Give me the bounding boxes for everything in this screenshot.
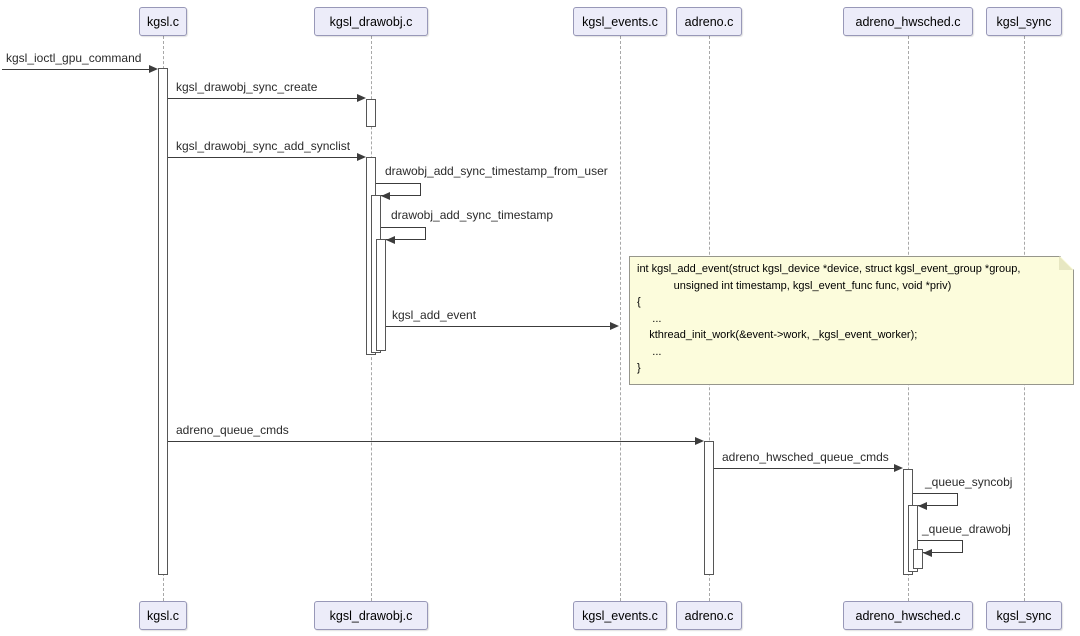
code-note-line: }	[637, 362, 641, 374]
message-label-adreno-hwsched-queue-cmds: adreno_hwsched_queue_cmds	[722, 450, 889, 464]
arrowhead-drawobj-add-sync-timestamp-from-user	[381, 192, 390, 200]
activation-bar-kgsl-drawobj-c	[366, 99, 376, 127]
lifeline-kgsl-events-c	[620, 36, 621, 601]
actor-box-footer-adreno-c: adreno.c	[676, 601, 742, 630]
activation-bar-adreno-c	[704, 441, 714, 575]
activation-bar-kgsl-c	[158, 68, 168, 575]
self-call-queue-drawobj	[918, 540, 963, 553]
actor-box-footer-kgsl-c: kgsl.c	[139, 601, 187, 630]
message-label-kgsl-add-event: kgsl_add_event	[392, 308, 477, 322]
code-note-line: unsigned int timestamp, kgsl_event_func …	[637, 279, 952, 292]
arrowhead-adreno-queue-cmds	[695, 437, 704, 445]
code-note-line: ...	[637, 345, 662, 358]
message-label-kgsl-drawobj-sync-add-synclist: kgsl_drawobj_sync_add_synclist	[176, 139, 351, 153]
activation-bar-adreno-hwsched-c	[908, 505, 918, 572]
self-call-queue-syncobj	[913, 493, 958, 506]
actor-box-header-kgsl-c: kgsl.c	[139, 7, 187, 36]
self-call-label-queue-syncobj: _queue_syncobj	[925, 475, 1013, 489]
arrowhead-kgsl-add-event	[610, 322, 619, 330]
actor-box-header-adreno-c: adreno.c	[676, 7, 742, 36]
message-label-kgsl-drawobj-sync-create: kgsl_drawobj_sync_create	[176, 80, 318, 94]
code-note-kgsl-add-event: int kgsl_add_event(struct kgsl_device *d…	[629, 256, 1074, 385]
arrowhead-adreno-hwsched-queue-cmds	[894, 464, 903, 472]
activation-bar-adreno-hwsched-c	[913, 549, 923, 569]
message-arrow-adreno-queue-cmds	[168, 441, 702, 442]
message-label-kgsl-ioctl-gpu-command: kgsl_ioctl_gpu_command	[6, 51, 142, 65]
self-call-drawobj-add-sync-timestamp-from-user	[376, 183, 421, 196]
actor-box-header-kgsl-events-c: kgsl_events.c	[573, 7, 667, 36]
actor-box-footer-kgsl-sync: kgsl_sync	[986, 601, 1062, 630]
message-arrow-kgsl-add-event	[386, 326, 617, 327]
code-note-line: kthread_init_work(&event->work, _kgsl_ev…	[637, 329, 918, 341]
actor-box-header-adreno-hwsched-c: adreno_hwsched.c	[843, 7, 973, 36]
self-call-label-queue-drawobj: _queue_drawobj	[922, 522, 1011, 536]
message-arrow-kgsl-drawobj-sync-create	[168, 98, 364, 99]
arrowhead-kgsl-ioctl-gpu-command	[149, 65, 158, 73]
code-note-line: int kgsl_add_event(struct kgsl_device *d…	[637, 263, 1021, 275]
self-call-label-drawobj-add-sync-timestamp: drawobj_add_sync_timestamp	[391, 208, 554, 222]
arrowhead-queue-drawobj	[923, 549, 932, 557]
message-label-adreno-queue-cmds: adreno_queue_cmds	[176, 423, 289, 437]
arrowhead-queue-syncobj	[918, 502, 927, 510]
arrowhead-kgsl-drawobj-sync-add-synclist	[357, 153, 366, 161]
code-note-line: ...	[637, 312, 662, 325]
message-arrow-kgsl-drawobj-sync-add-synclist	[168, 157, 364, 158]
arrowhead-drawobj-add-sync-timestamp	[386, 236, 395, 244]
actor-box-header-kgsl-drawobj-c: kgsl_drawobj.c	[314, 7, 428, 36]
code-note-line: {	[637, 296, 641, 308]
message-arrow-kgsl-ioctl-gpu-command	[2, 69, 156, 70]
arrowhead-kgsl-drawobj-sync-create	[357, 94, 366, 102]
self-call-drawobj-add-sync-timestamp	[381, 227, 426, 240]
actor-box-header-kgsl-sync: kgsl_sync	[986, 7, 1062, 36]
self-call-label-drawobj-add-sync-timestamp-from-user: drawobj_add_sync_timestamp_from_user	[385, 164, 608, 178]
actor-box-footer-adreno-hwsched-c: adreno_hwsched.c	[843, 601, 973, 630]
actor-box-footer-kgsl-drawobj-c: kgsl_drawobj.c	[314, 601, 428, 630]
activation-bar-kgsl-drawobj-c	[376, 239, 386, 351]
message-arrow-adreno-hwsched-queue-cmds	[714, 468, 901, 469]
actor-box-footer-kgsl-events-c: kgsl_events.c	[573, 601, 667, 630]
